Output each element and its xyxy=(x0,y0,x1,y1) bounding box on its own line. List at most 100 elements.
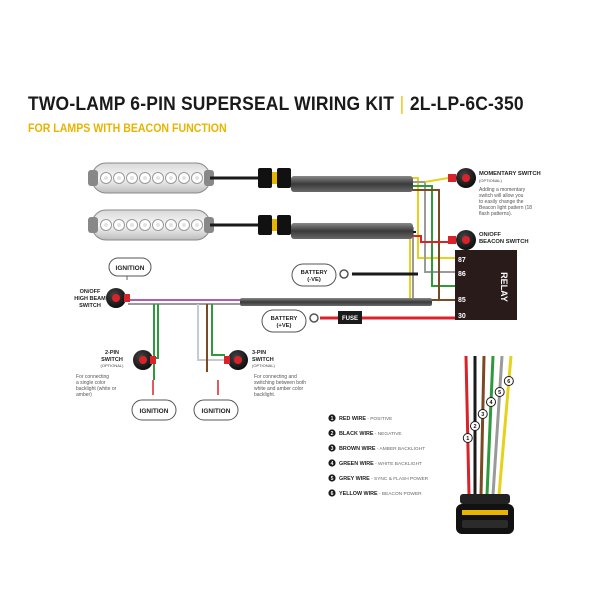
led-lens xyxy=(191,172,203,184)
pigtail-badge-number: 5 xyxy=(498,390,501,396)
legend-number-badge xyxy=(328,414,336,422)
led-lens xyxy=(152,172,164,184)
legend-text: YELLOW WIRE - BEACON POWER xyxy=(339,491,422,497)
pigtail-wire xyxy=(479,355,486,496)
led-lens xyxy=(100,219,112,231)
momentary-switch-desc: Adding a momentary switch will allow you… xyxy=(479,187,532,217)
pigtail-wire xyxy=(464,355,471,496)
relay-pin-30: 30 xyxy=(458,313,466,320)
ignition-bottom-right: IGNITION xyxy=(193,399,239,421)
pigtail-badge-number: 4 xyxy=(489,400,493,406)
battery-positive-label-2: (+VE) xyxy=(277,323,292,329)
relay: RELAY 87 86 85 30 xyxy=(455,250,517,320)
ignition-bottom-left: IGNITION xyxy=(131,399,177,421)
led-lens xyxy=(178,219,190,231)
three-pin-desc: For connecting and switching between bot… xyxy=(254,374,306,398)
fuse-label: FUSE xyxy=(342,316,358,322)
battery-positive: BATTERY (+VE) xyxy=(261,309,319,333)
high-beam-switch xyxy=(106,288,130,308)
lamp-leds xyxy=(100,172,203,231)
high-beam-label-1: ON/OFF xyxy=(80,289,101,295)
three-pin-switch xyxy=(224,350,248,370)
svg-text:switching between both: switching between both xyxy=(254,380,306,386)
pigtail-badge-number: 2 xyxy=(473,424,476,430)
legend-number-badge xyxy=(328,459,336,467)
momentary-switch-optional: (OPTIONAL) xyxy=(479,178,503,183)
legend-text: RED WIRE - POSITIVE xyxy=(339,416,392,422)
svg-text:a single color: a single color xyxy=(76,380,106,386)
led-lens xyxy=(165,172,177,184)
legend-text: BLACK WIRE - NEGATIVE xyxy=(339,431,402,437)
legend-text: GREY WIRE - SYNC & FLASH POWER xyxy=(339,476,429,482)
led-lens xyxy=(126,172,138,184)
page-subtitle: FOR LAMPS WITH BEACON FUNCTION xyxy=(28,123,227,135)
three-pin-label-2: SWITCH xyxy=(252,357,274,363)
led-lens xyxy=(178,172,190,184)
ignition-top: IGNITION xyxy=(108,257,152,277)
battery-positive-label-1: BATTERY xyxy=(271,316,298,322)
legend-number-badge xyxy=(328,429,336,437)
legend-number: 3 xyxy=(331,446,334,452)
svg-text:flash patterns).: flash patterns). xyxy=(479,211,512,217)
legend-row: 4 GREEN WIRE - WHITE BACKLIGHT xyxy=(328,459,422,467)
superseal-connector-top xyxy=(258,168,291,188)
led-lens xyxy=(100,172,112,184)
legend-number: 5 xyxy=(331,476,334,482)
ignition-top-label: IGNITION xyxy=(116,265,145,272)
led-lens xyxy=(152,219,164,231)
legend-row: 5 GREY WIRE - SYNC & FLASH POWER xyxy=(328,474,429,482)
svg-text:amber): amber) xyxy=(76,392,92,398)
pigtail-badge xyxy=(470,421,480,431)
two-pin-switch xyxy=(133,350,156,370)
pigtail-badge xyxy=(486,397,497,407)
harness-loom-top xyxy=(291,176,413,192)
pigtail-wire xyxy=(485,355,495,496)
legend-number-badge xyxy=(328,474,336,482)
high-beam-label-2: HIGH BEAM xyxy=(74,296,106,302)
superseal-connector-bottom xyxy=(258,215,291,235)
pigtail-latch xyxy=(462,510,508,515)
led-lens xyxy=(165,219,177,231)
svg-text:white and amber color: white and amber color xyxy=(254,386,304,392)
legend-number-badge xyxy=(328,489,336,497)
led-lens xyxy=(126,219,138,231)
battery-negative-label-1: BATTERY xyxy=(301,270,328,276)
legend-number-badge xyxy=(328,444,336,452)
pigtail-seal xyxy=(460,494,510,504)
battery-negative-label-2: (-VE) xyxy=(307,277,321,283)
svg-text:Beacon light pattern (18: Beacon light pattern (18 xyxy=(479,205,532,211)
three-pin-label-1: 3-PIN xyxy=(252,350,266,356)
svg-text:Adding a momentary: Adding a momentary xyxy=(479,187,526,193)
pigtail-badge-number: 6 xyxy=(507,379,510,385)
harness-loom-bottom xyxy=(291,223,413,239)
momentary-switch xyxy=(448,168,476,188)
svg-text:backlight (white or: backlight (white or xyxy=(76,386,117,392)
pigtail-badge xyxy=(503,376,514,386)
svg-text:For connecting: For connecting xyxy=(76,374,109,380)
pigtail-badge-number: 3 xyxy=(481,412,484,418)
pigtail-badge xyxy=(494,387,505,397)
legend-text: GREEN WIRE - WHITE BACKLIGHT xyxy=(339,461,422,467)
two-pin-label-3: (OPTIONAL) xyxy=(101,363,125,368)
led-lens xyxy=(113,219,125,231)
legend-number: 4 xyxy=(331,461,334,467)
momentary-switch-title: MOMENTARY SWITCH xyxy=(479,171,541,177)
pigtail-badge-number: 1 xyxy=(466,436,469,442)
legend-number: 2 xyxy=(331,431,334,437)
svg-text:to easily change the: to easily change the xyxy=(479,199,524,205)
led-lens xyxy=(139,219,151,231)
pigtail-badge xyxy=(477,409,488,419)
relay-pin-85: 85 xyxy=(458,297,466,304)
svg-text:switch will allow you: switch will allow you xyxy=(479,193,524,199)
title-separator: | xyxy=(399,94,405,115)
beacon-switch-label-2: BEACON SWITCH xyxy=(479,239,529,245)
svg-text:backlight.: backlight. xyxy=(254,392,275,398)
title-text: TWO-LAMP 6-PIN SUPERSEAL WIRING KIT xyxy=(28,94,395,115)
harness-loom-main xyxy=(240,298,432,306)
beacon-switch xyxy=(448,230,476,250)
two-pin-desc: For connecting a single color backlight … xyxy=(76,374,117,398)
page-title: TWO-LAMP 6-PIN SUPERSEAL WIRING KIT|2L-L… xyxy=(28,94,524,116)
